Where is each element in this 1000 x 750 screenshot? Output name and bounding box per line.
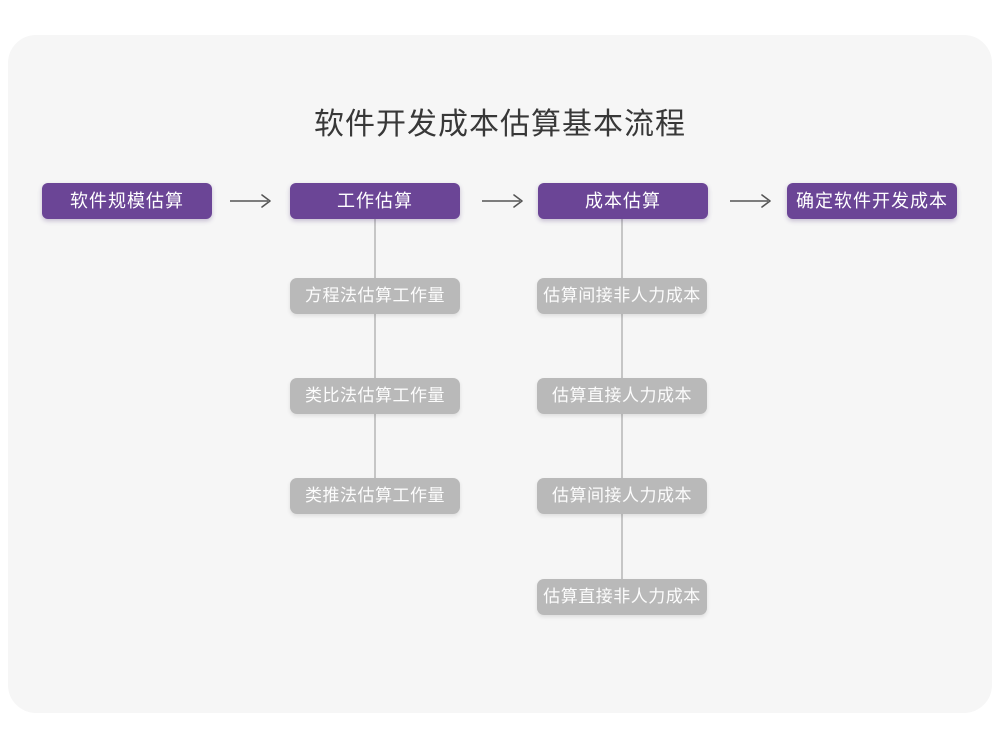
flow-node-software-scale-estimation: 软件规模估算	[42, 183, 212, 219]
flow-node-determine-development-cost: 确定软件开发成本	[787, 183, 957, 219]
sub-node-indirect-labor-cost: 估算间接人力成本	[537, 478, 707, 514]
sub-node-indirect-nonlabor-cost: 估算间接非人力成本	[537, 278, 707, 314]
flow-node-work-estimation: 工作估算	[290, 183, 460, 219]
flow-node-cost-estimation: 成本估算	[538, 183, 708, 219]
diagram-panel	[8, 35, 992, 713]
connector-line-work-estimation	[374, 219, 376, 497]
right-arrow-icon	[230, 194, 271, 208]
sub-node-analogy-method: 类比法估算工作量	[290, 378, 460, 414]
right-arrow-icon	[482, 194, 523, 208]
sub-node-equation-method: 方程法估算工作量	[290, 278, 460, 314]
sub-node-direct-nonlabor-cost: 估算直接非人力成本	[537, 579, 707, 615]
sub-node-direct-labor-cost: 估算直接人力成本	[537, 378, 707, 414]
sub-node-inference-method: 类推法估算工作量	[290, 478, 460, 514]
page-title: 软件开发成本估算基本流程	[314, 108, 686, 141]
right-arrow-icon	[730, 194, 771, 208]
